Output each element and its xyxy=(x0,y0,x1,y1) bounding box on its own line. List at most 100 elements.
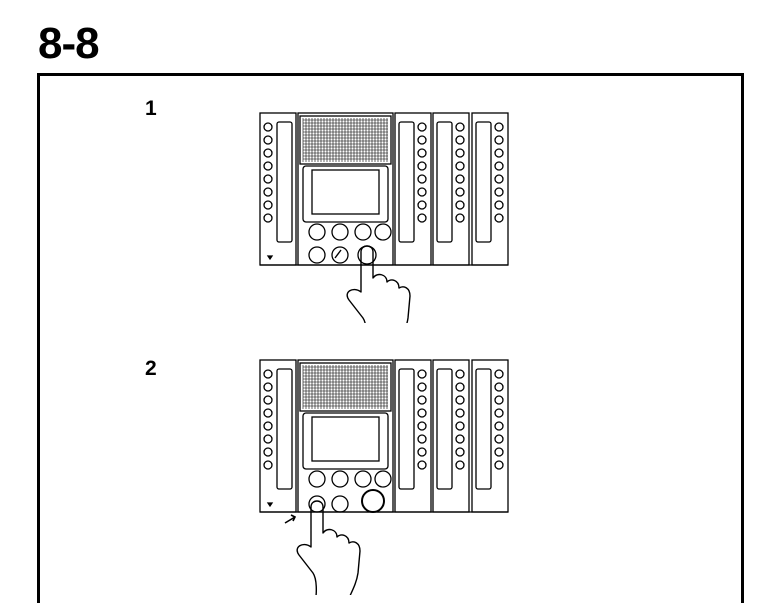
call-button-icon xyxy=(494,447,504,457)
call-button-icon xyxy=(417,395,427,405)
call-button-icon xyxy=(417,434,427,444)
call-button-icon xyxy=(455,460,465,470)
call-button-icon xyxy=(263,382,273,392)
call-button-icon xyxy=(417,421,427,431)
speaker-grille-pattern xyxy=(302,118,388,162)
step-number-2: 2 xyxy=(145,357,157,380)
call-button-icon xyxy=(494,395,504,405)
call-button-icon xyxy=(455,434,465,444)
call-button-icon xyxy=(417,135,427,145)
video-screen xyxy=(311,169,380,215)
function-button-icon xyxy=(308,246,326,264)
call-button-icon xyxy=(494,369,504,379)
screen-bezel xyxy=(302,165,389,223)
call-button-icon xyxy=(417,369,427,379)
extension-label-strip xyxy=(436,121,453,243)
intercom-unit xyxy=(259,359,509,513)
speaker-grille xyxy=(299,362,392,412)
screen-bezel xyxy=(302,412,389,470)
call-button-icon xyxy=(417,460,427,470)
mic-icon xyxy=(266,502,274,508)
page-title: 8-8 xyxy=(38,19,100,68)
left-module-label-strip xyxy=(276,368,293,490)
mic-icon xyxy=(266,255,274,261)
call-button-icon xyxy=(455,395,465,405)
call-button-icon xyxy=(263,187,273,197)
call-button-icon xyxy=(455,200,465,210)
call-button-icon xyxy=(455,421,465,431)
call-button-icon xyxy=(494,408,504,418)
call-button-icon xyxy=(494,421,504,431)
call-button-icon xyxy=(455,174,465,184)
call-button-icon xyxy=(494,213,504,223)
call-button-icon xyxy=(455,161,465,171)
call-button-icon xyxy=(263,161,273,171)
call-button-icon xyxy=(263,421,273,431)
function-button-icon xyxy=(308,470,326,488)
left-module-label-strip xyxy=(276,121,293,243)
extension-label-strip xyxy=(398,368,415,490)
call-button-icon xyxy=(263,460,273,470)
call-button-icon xyxy=(494,434,504,444)
call-button-icon xyxy=(455,408,465,418)
intercom-illustration-step-2 xyxy=(259,359,509,595)
call-button-icon xyxy=(263,408,273,418)
call-button-icon xyxy=(417,148,427,158)
extension-label-strip xyxy=(475,368,492,490)
intercom-illustration-step-1 xyxy=(259,112,509,323)
call-button-icon xyxy=(417,213,427,223)
call-button-icon xyxy=(263,369,273,379)
call-button-icon xyxy=(417,161,427,171)
call-button-icon xyxy=(263,135,273,145)
extension-label-strip xyxy=(475,121,492,243)
call-button-icon xyxy=(494,161,504,171)
call-button-icon xyxy=(494,187,504,197)
function-button-icon xyxy=(331,223,349,241)
press-indicator-icon xyxy=(334,249,342,259)
function-button-icon xyxy=(354,223,372,241)
call-button-icon xyxy=(263,200,273,210)
speaker-grille xyxy=(299,115,392,165)
call-button-icon xyxy=(263,434,273,444)
extension-label-strip xyxy=(398,121,415,243)
call-button-icon xyxy=(417,408,427,418)
function-button-icon xyxy=(374,223,392,241)
call-button-icon xyxy=(455,369,465,379)
call-button-icon xyxy=(455,213,465,223)
function-button-icon xyxy=(331,470,349,488)
pointing-hand-icon xyxy=(296,500,361,595)
call-button-icon xyxy=(417,447,427,457)
call-button-icon xyxy=(494,122,504,132)
call-button-icon xyxy=(417,174,427,184)
call-button-icon xyxy=(417,200,427,210)
call-button-icon xyxy=(494,200,504,210)
call-button-icon xyxy=(455,187,465,197)
call-button-icon xyxy=(455,148,465,158)
call-button-icon xyxy=(417,122,427,132)
step-number-1: 1 xyxy=(145,97,157,120)
call-button-icon xyxy=(455,447,465,457)
extension-label-strip xyxy=(436,368,453,490)
intercom-unit xyxy=(259,112,509,266)
call-button-icon xyxy=(263,174,273,184)
call-button-icon xyxy=(263,122,273,132)
pointing-hand-icon xyxy=(346,245,411,323)
function-button-icon xyxy=(308,223,326,241)
call-button-icon xyxy=(494,460,504,470)
call-button-icon xyxy=(417,382,427,392)
figure-frame xyxy=(37,73,744,603)
call-button-icon xyxy=(455,382,465,392)
call-button-icon xyxy=(455,122,465,132)
function-button-icon xyxy=(374,470,392,488)
talk-button-icon xyxy=(361,489,385,513)
function-button-icon xyxy=(331,495,349,513)
function-button-icon xyxy=(331,246,349,264)
function-button-icon xyxy=(354,470,372,488)
call-button-icon xyxy=(494,148,504,158)
call-button-icon xyxy=(494,135,504,145)
press-arrow-icon xyxy=(284,514,297,524)
call-button-icon xyxy=(455,135,465,145)
call-button-icon xyxy=(417,187,427,197)
call-button-icon xyxy=(494,174,504,184)
video-screen xyxy=(311,416,380,462)
